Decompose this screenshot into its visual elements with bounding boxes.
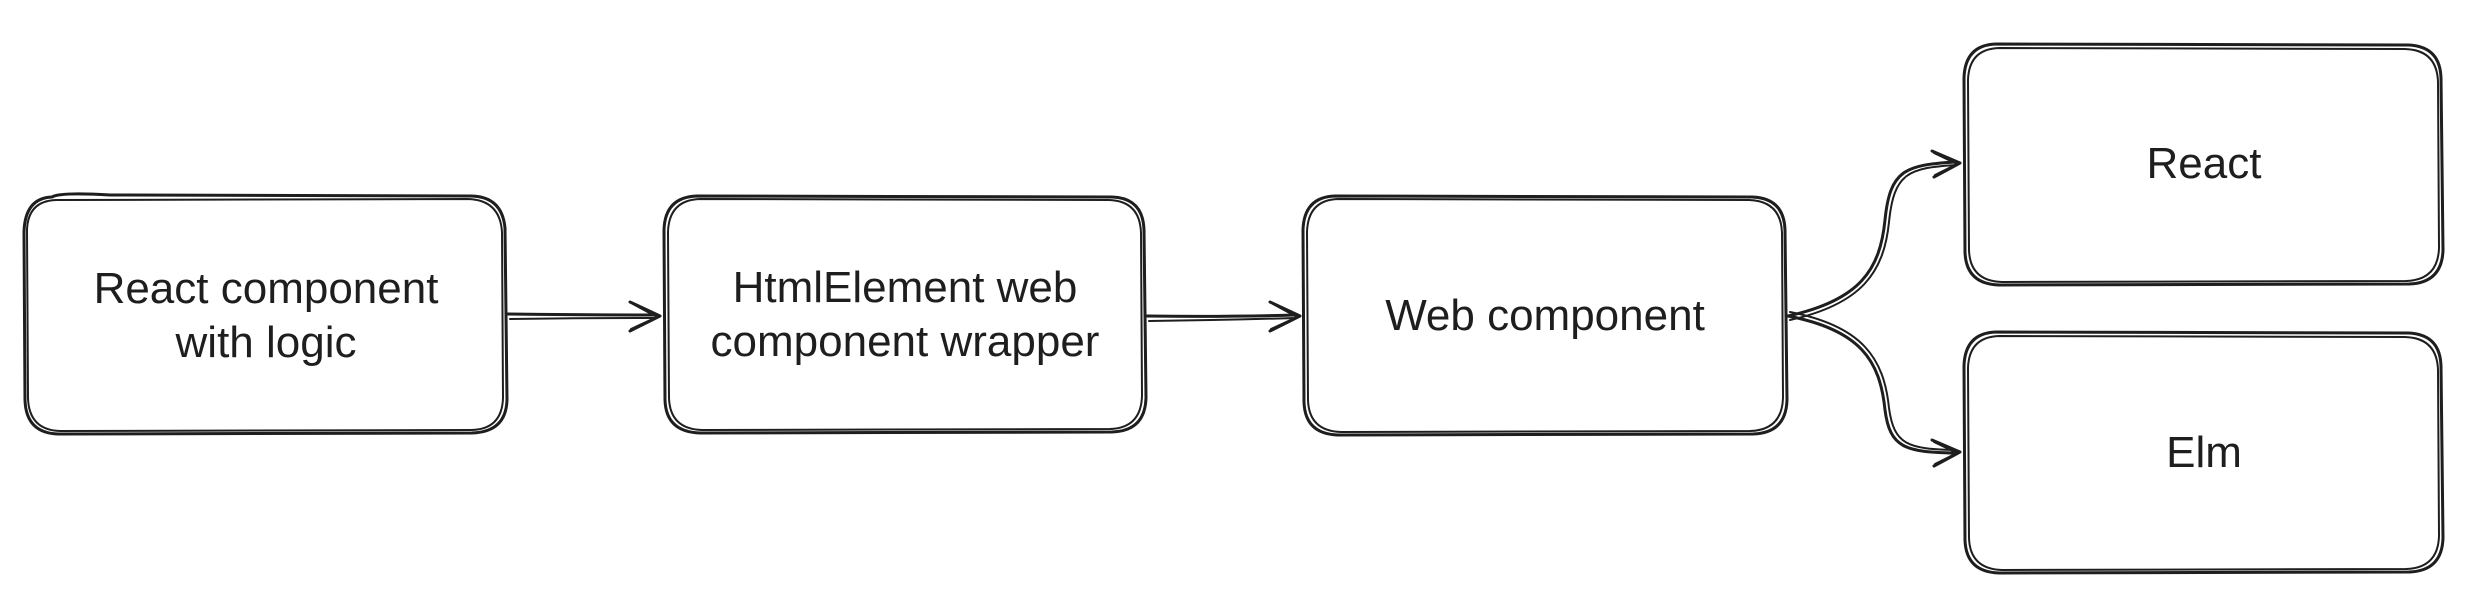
node-box-htmlelement-wrapper (662, 194, 1148, 435)
edge-web-component-to-react (1786, 149, 1962, 321)
edge-web-component-to-elm (1786, 311, 1962, 468)
node-label-react-component: React component with logic (93, 264, 439, 367)
node-box-react-component (22, 192, 509, 436)
node-label-react: React (2146, 139, 2262, 188)
node-label-web-component: Web component (1385, 291, 1705, 340)
edge-react-component-to-wrapper (506, 300, 662, 333)
edge-wrapper-to-web-component (1145, 300, 1302, 333)
node-box-web-component (1301, 194, 1789, 437)
node-label-elm: Elm (2166, 428, 2242, 477)
node-label-htmlelement-wrapper: HtmlElement web component wrapper (710, 263, 1100, 366)
node-box-react (1962, 42, 2445, 287)
node-box-elm (1962, 330, 2445, 575)
